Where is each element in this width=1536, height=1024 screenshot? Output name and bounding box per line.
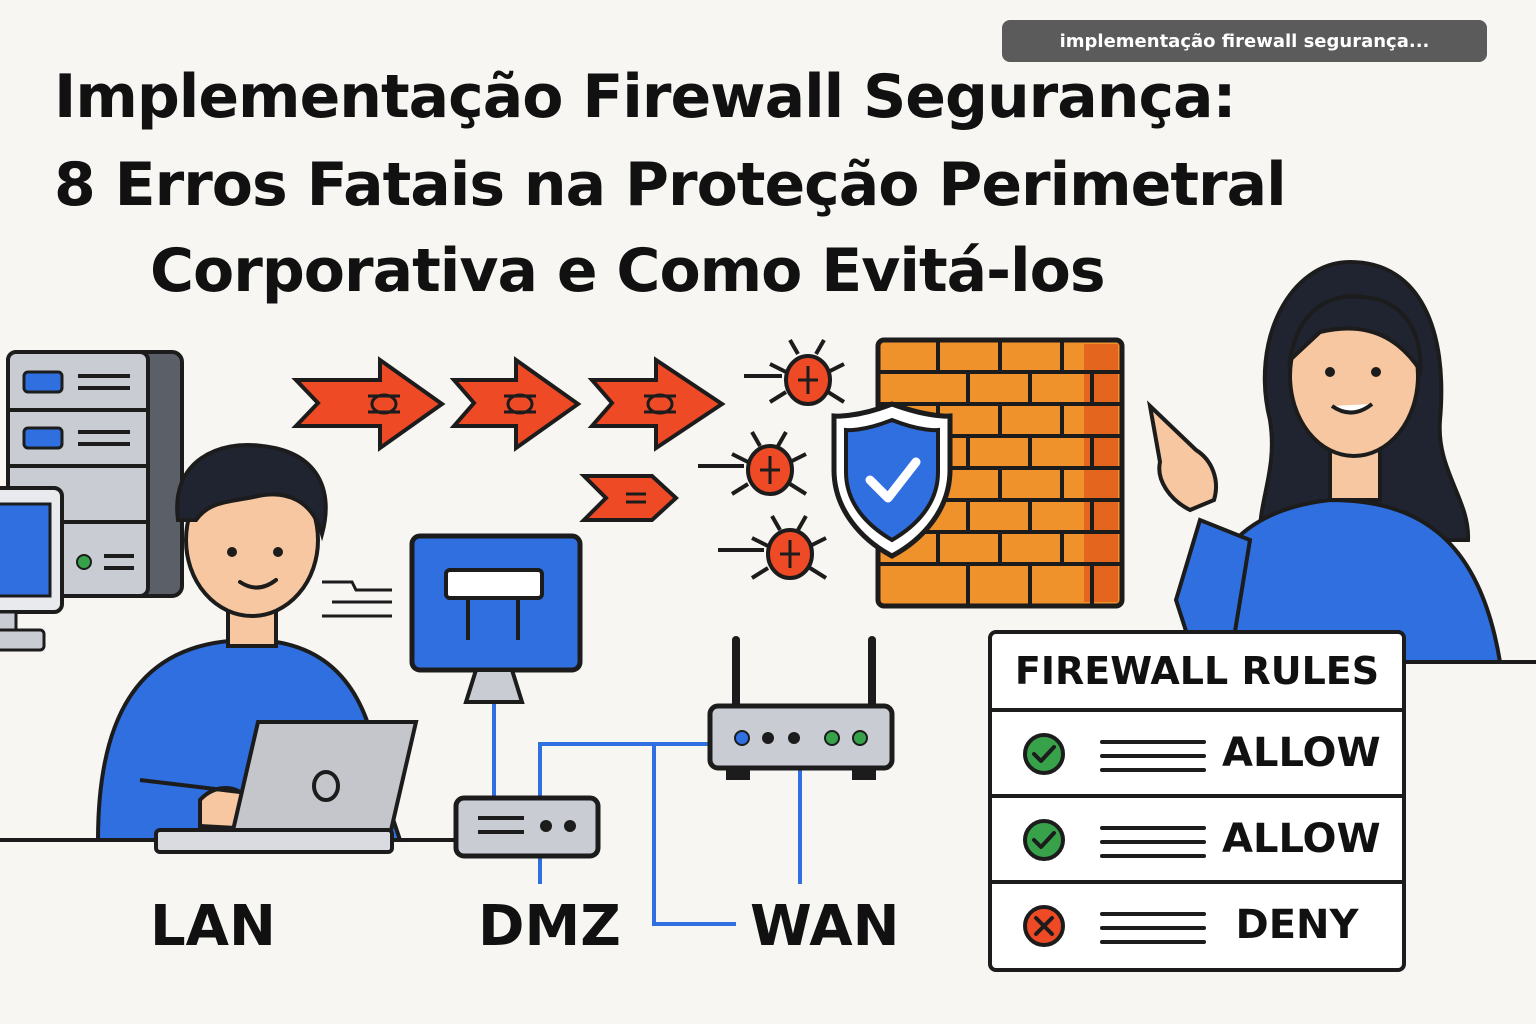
rule-action: DENY bbox=[1235, 902, 1359, 948]
check-icon bbox=[1023, 819, 1065, 861]
attack-arrow-icon bbox=[291, 356, 726, 522]
dmz-monitor-icon bbox=[409, 533, 583, 704]
rule-row: DENY bbox=[992, 884, 1402, 970]
wan-label: WAN bbox=[750, 894, 900, 959]
laptop-icon bbox=[154, 720, 419, 854]
rules-title: FIREWALL RULES bbox=[992, 634, 1402, 712]
malware-bug-icon bbox=[698, 339, 846, 580]
x-icon bbox=[1023, 905, 1065, 947]
title-line-3: Corporativa e Como Evitá-los bbox=[150, 236, 1106, 306]
motion-lines bbox=[322, 580, 392, 618]
rule-detail-lines bbox=[1100, 912, 1206, 954]
rule-action: ALLOW bbox=[1222, 816, 1381, 862]
title-line-2: 8 Erros Fatais na Proteção Perimetral bbox=[54, 150, 1287, 220]
lan-label: LAN bbox=[150, 894, 276, 959]
woman-illustration bbox=[1146, 259, 1503, 664]
rule-detail-lines bbox=[1100, 826, 1206, 868]
header-tag: implementação firewall segurança... bbox=[1002, 20, 1487, 62]
rule-detail-lines bbox=[1100, 740, 1206, 782]
check-icon bbox=[1023, 733, 1065, 775]
rule-action: ALLOW bbox=[1222, 730, 1381, 776]
router-icon bbox=[707, 636, 895, 780]
dmz-label: DMZ bbox=[478, 894, 621, 959]
shield-check-icon bbox=[831, 401, 953, 559]
network-switch-icon bbox=[453, 795, 601, 859]
desktop-monitor-icon bbox=[0, 486, 64, 652]
firewall-rules-table: FIREWALL RULES ALLOW ALLOW DENY bbox=[988, 630, 1406, 972]
man-illustration bbox=[95, 443, 403, 842]
title-line-1: Implementação Firewall Segurança: bbox=[54, 62, 1237, 132]
rule-row: ALLOW bbox=[992, 798, 1402, 884]
rule-row: ALLOW bbox=[992, 712, 1402, 798]
